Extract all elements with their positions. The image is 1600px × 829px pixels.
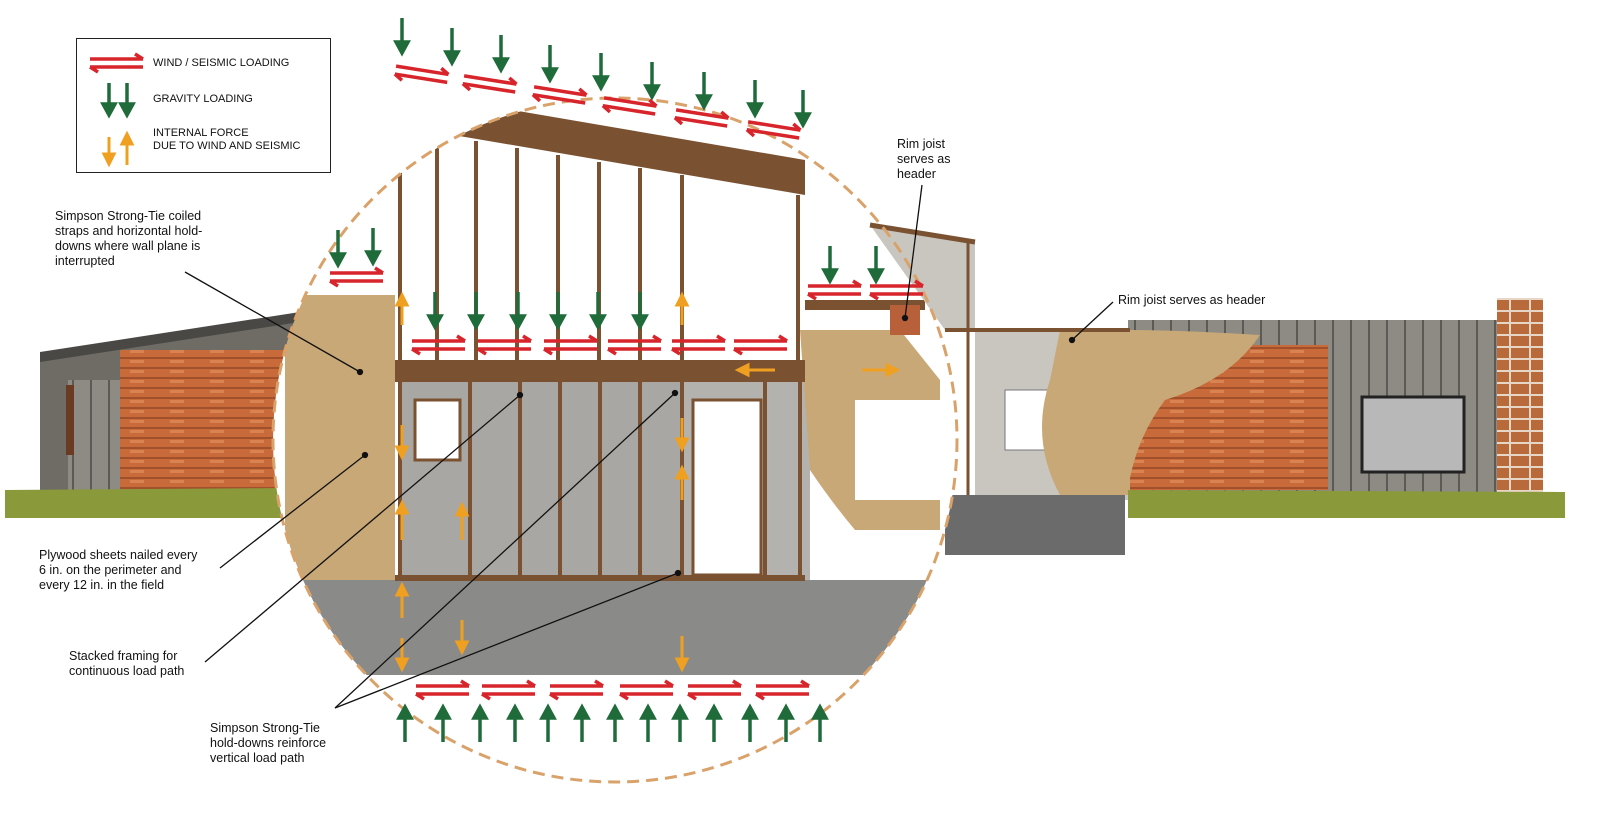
wind-seismic-arrows [329,64,924,701]
callout-stacked-framing: Stacked framing for continuous load path [69,649,185,678]
callout-plywood-nailing: Plywood sheets nailed every 6 in. on the… [39,548,198,592]
legend: WIND / SEISMIC LOADING GRAVITY LOADING I… [76,38,331,173]
callout-rim-joist-header-right: Rim joist serves as header [1118,293,1266,307]
gravity-arrows-icon [100,83,136,119]
left-wing [40,312,300,510]
magnifier-outline [271,96,959,784]
callout-rim-joist-header: Rim joist serves as header [897,137,951,181]
internal-force-arrows-icon [101,130,135,168]
callout-hold-downs: Simpson Strong-Tie hold-downs reinforce … [210,721,327,765]
callout-coiled-straps: Simpson Strong-Tie coiled straps and hor… [55,209,203,268]
leader-lines [184,184,1114,709]
wind-seismic-arrows-icon [89,52,144,74]
legend-internal-force-label: INTERNAL FORCE DUE TO WIND AND SEISMIC [153,127,301,152]
right-wing [945,298,1543,555]
magnified-cutaway [273,98,957,782]
internal-force-arrows [394,291,901,673]
legend-gravity-label: GRAVITY LOADING [153,93,253,105]
ground-left [5,488,300,518]
right-gable [869,222,1130,495]
legend-icons [89,52,144,168]
legend-wind-label: WIND / SEISMIC LOADING [153,57,290,69]
gravity-arrows [329,18,885,742]
ground-right [1128,490,1565,518]
